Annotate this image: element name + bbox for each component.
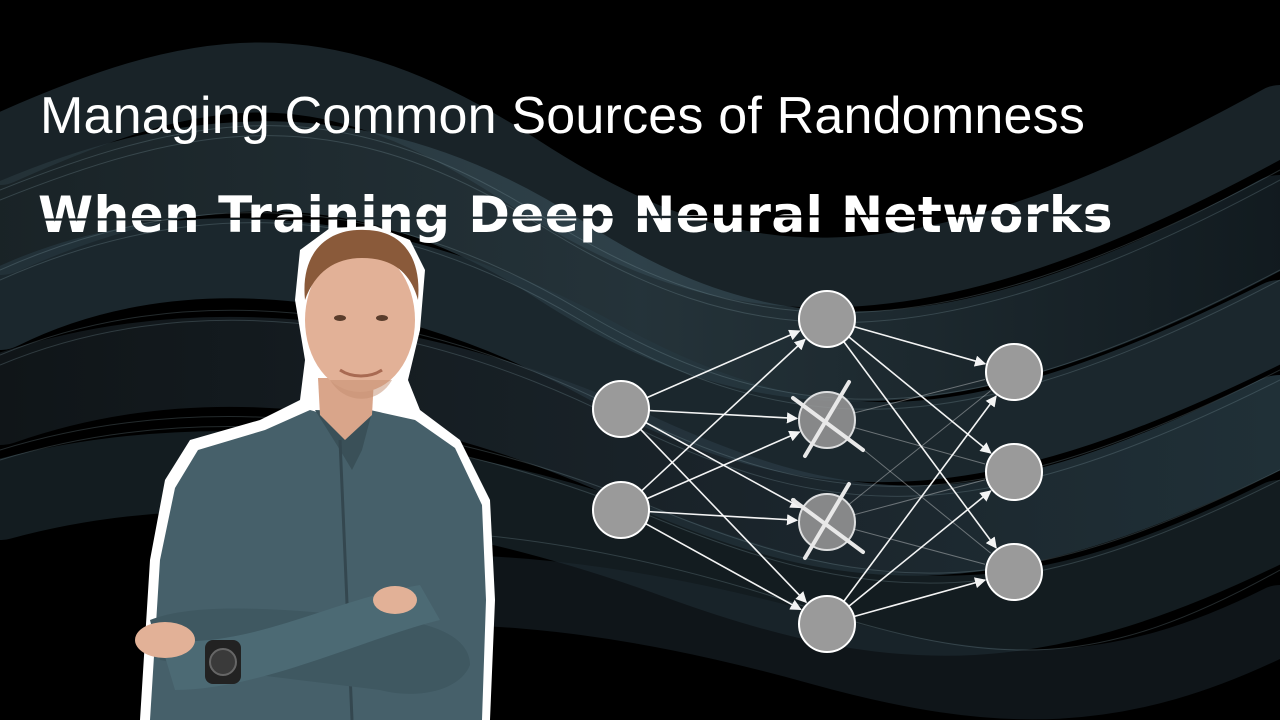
network-node [985, 443, 1043, 501]
network-nodes [592, 290, 1043, 653]
network-edge [848, 336, 992, 454]
network-node [985, 343, 1043, 401]
cross-icon [791, 482, 865, 560]
network-node [798, 290, 856, 348]
network-node [798, 595, 856, 653]
network-edge [853, 577, 987, 618]
network-edge [646, 329, 801, 399]
network-node [985, 543, 1043, 601]
cross-icon [791, 380, 865, 458]
network-edge [853, 528, 986, 565]
network-edge [640, 338, 806, 492]
network-edge [645, 522, 802, 611]
network-edge [848, 490, 992, 607]
network-edge [853, 325, 987, 367]
network-edge [853, 427, 986, 465]
network-edge [843, 395, 997, 602]
network-edges [639, 325, 997, 618]
network-edge [842, 341, 997, 549]
presenter-figure [135, 226, 495, 720]
network-edge [646, 430, 801, 500]
network-edge [848, 437, 992, 554]
network-edge [848, 390, 991, 505]
network-node [592, 380, 650, 438]
title: Managing Common Sources of Randomness [40, 87, 1086, 145]
network-edge [648, 510, 799, 526]
network-edge [853, 378, 986, 414]
network-node [592, 481, 650, 539]
network-edge [853, 479, 986, 516]
